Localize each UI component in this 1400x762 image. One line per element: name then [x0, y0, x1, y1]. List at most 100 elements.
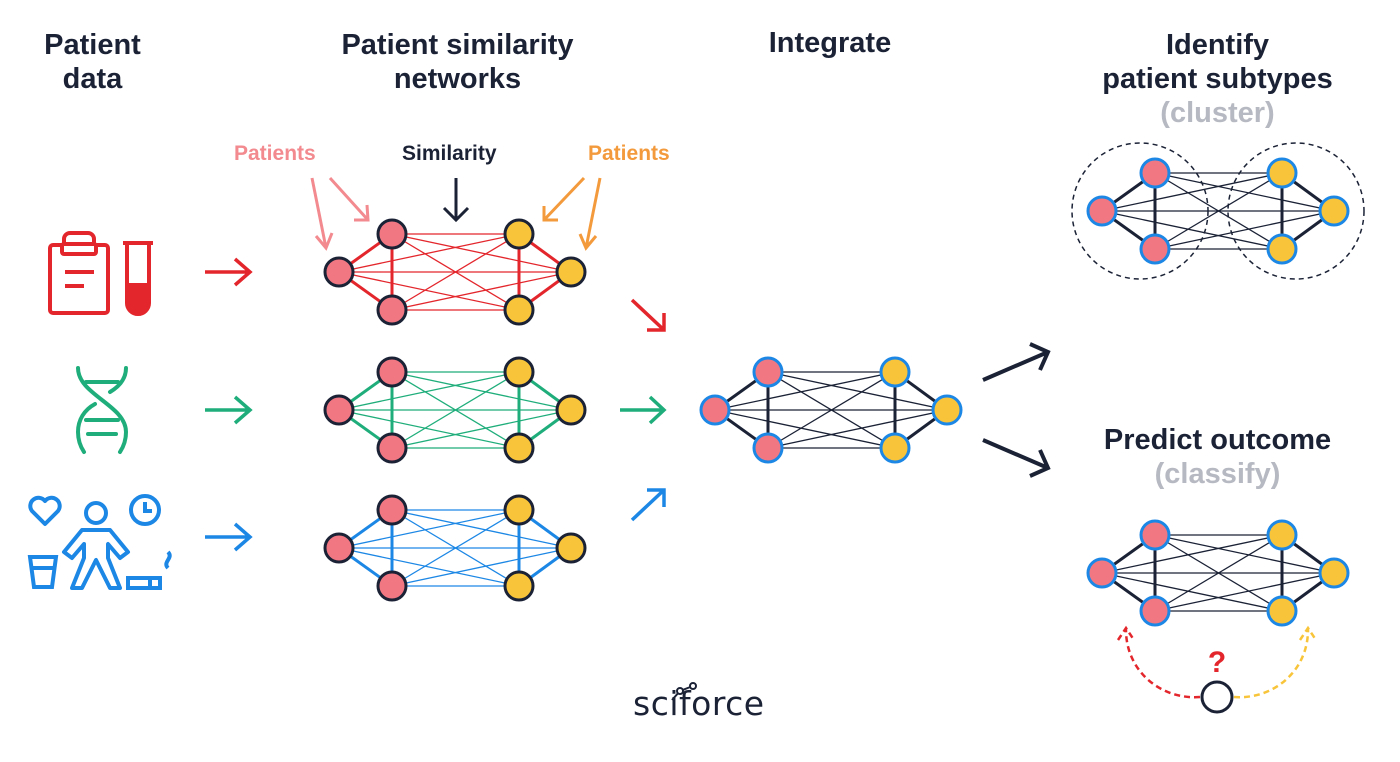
network-edge: [338, 271, 520, 311]
arrow-row2: [205, 395, 253, 425]
similarity-arrow: [442, 178, 470, 223]
patient-node-pink: [1139, 595, 1171, 627]
arrow-green-to-integrate: [620, 395, 667, 425]
network-edge: [1154, 172, 1335, 212]
patient-node-yellow: [1318, 195, 1350, 227]
network-edge: [391, 371, 572, 411]
network-blue: [323, 494, 587, 602]
patient-node-yellow: [555, 256, 587, 288]
arrow-red-to-integrate: [630, 298, 666, 332]
network-edge: [767, 371, 948, 411]
header-identify: Identify patient subtypes (cluster): [1070, 28, 1365, 130]
label-similarity: Similarity: [402, 142, 497, 165]
network-edge: [338, 409, 520, 449]
patient-node-pink: [323, 394, 355, 426]
clock-icon: [129, 494, 161, 526]
network-edge: [338, 547, 520, 587]
network-edge: [1154, 572, 1335, 612]
patient-node-yellow: [503, 570, 535, 602]
patient-node-yellow: [931, 394, 963, 426]
network-edge: [1101, 534, 1283, 574]
patient-node-yellow: [1266, 157, 1298, 189]
network-edge: [767, 409, 948, 449]
patient-node-pink: [376, 356, 408, 388]
network-integrated: [699, 356, 963, 464]
label-patients-right: Patients: [588, 142, 670, 165]
classify-curve-yellow: [1233, 625, 1318, 699]
patient-node-yellow: [503, 432, 535, 464]
patient-node-pink: [376, 432, 408, 464]
classify-curve-red: [1116, 625, 1201, 699]
patient-node-pink: [376, 294, 408, 326]
patient-node-yellow: [879, 356, 911, 388]
arrow-to-predict: [982, 438, 1051, 478]
patient-node-pink: [1139, 157, 1171, 189]
patient-node-pink: [699, 394, 731, 426]
network-edge: [391, 409, 572, 449]
header-identify-line2: patient subtypes: [1102, 63, 1333, 95]
patient-node-yellow: [503, 218, 535, 250]
patient-node-pink: [323, 256, 355, 288]
question-mark: ?: [1208, 646, 1226, 679]
dna-icon: [75, 366, 129, 454]
patient-node-pink: [752, 356, 784, 388]
header-predict-line1: Predict outcome: [1103, 424, 1332, 456]
network-edge: [391, 509, 572, 549]
unknown-patient-node: [1200, 680, 1234, 714]
header-integrate: Integrate: [740, 26, 920, 60]
cigarette-icon: [126, 550, 172, 590]
patient-node-yellow: [1266, 519, 1298, 551]
label-patients-left: Patients: [234, 142, 316, 165]
header-patient-data-line2: data: [62, 63, 123, 95]
network-edge: [391, 233, 572, 273]
patient-node-pink: [376, 570, 408, 602]
patient-node-pink: [1086, 195, 1118, 227]
glass-icon: [27, 555, 59, 589]
header-similarity-networks: Patient similarity networks: [300, 28, 615, 96]
header-similarity-line2: networks: [393, 63, 522, 95]
network-edge: [1154, 534, 1335, 574]
arrow-blue-to-integrate: [630, 488, 666, 522]
patient-node-yellow: [879, 432, 911, 464]
patient-node-yellow: [555, 394, 587, 426]
header-identify-line1: Identify: [1165, 29, 1270, 61]
patient-node-pink: [752, 432, 784, 464]
test-tube-icon: [123, 241, 153, 316]
heart-icon: [28, 495, 62, 526]
header-predict-sub: (classify): [1154, 458, 1281, 490]
network-cluster: [1086, 157, 1350, 265]
header-predict: Predict outcome (classify): [1070, 423, 1365, 491]
clipboard-icon: [48, 231, 110, 315]
network-edge: [714, 371, 896, 411]
patient-node-yellow: [503, 356, 535, 388]
patient-node-yellow: [555, 532, 587, 564]
patient-node-pink: [1086, 557, 1118, 589]
patients-left-arrows: [310, 176, 370, 251]
network-edge: [391, 509, 520, 587]
patient-node-pink: [323, 532, 355, 564]
network-edge: [338, 233, 520, 273]
arrow-row1: [205, 257, 253, 287]
network-edge: [1101, 572, 1283, 612]
header-patient-data: Patient data: [20, 28, 165, 96]
patient-node-yellow: [1266, 595, 1298, 627]
patient-node-yellow: [503, 294, 535, 326]
network-edge: [391, 271, 572, 311]
header-similarity-line1: Patient similarity: [341, 29, 574, 61]
network-classify: [1086, 519, 1350, 627]
network-edge: [338, 371, 520, 411]
network-green: [323, 356, 587, 464]
patient-node-pink: [1139, 519, 1171, 551]
network-red: [323, 218, 587, 326]
network-edge: [338, 509, 520, 549]
patient-node-pink: [376, 494, 408, 526]
header-integrate-text: Integrate: [768, 27, 892, 59]
header-patient-data-line1: Patient: [44, 29, 141, 61]
patients-right-arrows: [542, 176, 602, 251]
patient-node-yellow: [1266, 233, 1298, 265]
network-edge: [391, 547, 572, 587]
header-identify-sub: (cluster): [1160, 97, 1275, 129]
network-edge: [391, 371, 520, 449]
network-edge: [1154, 210, 1335, 250]
